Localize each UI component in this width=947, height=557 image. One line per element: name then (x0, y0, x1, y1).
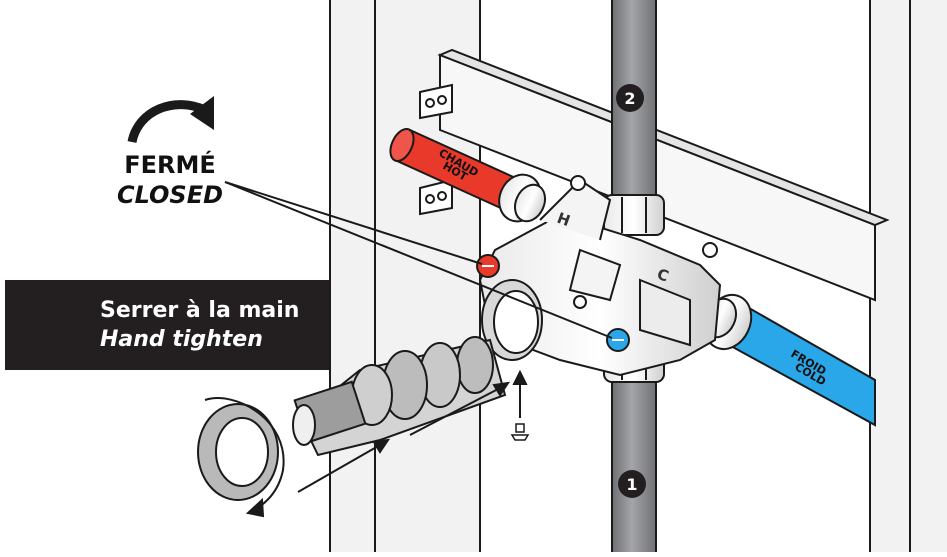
valve-hot-mark: H (555, 209, 573, 230)
hot-fitting-nut (498, 173, 547, 223)
port-badge-1-text: 1 (626, 475, 637, 494)
warning-text: Serrer à la main Hand tighten (100, 296, 299, 354)
retaining-nut (197, 403, 279, 501)
assembly-arrows (297, 381, 511, 493)
screw-arrow (512, 369, 528, 418)
rotation-arrow (204, 397, 285, 518)
closed-pointer-lines (224, 181, 613, 339)
closed-label: FERMÉ CLOSED (100, 150, 240, 210)
outlet-pipe-lower (611, 374, 657, 557)
cold-stop-screw (606, 328, 630, 352)
closed-label-fr: FERMÉ (124, 151, 216, 179)
close-direction-arrow (127, 96, 214, 144)
closed-label-en: CLOSED (116, 181, 224, 209)
set-screw-icon (510, 423, 530, 441)
mounting-tab-lower (419, 178, 453, 216)
valve-cartridge (292, 336, 507, 457)
right-stud (869, 0, 947, 556)
port-badge-2: 2 (616, 84, 644, 112)
cartridge-port (481, 279, 543, 361)
warning-callout: Serrer à la main Hand tighten (5, 280, 329, 370)
warning-text-fr: Serrer à la main (100, 298, 300, 323)
port-badge-1: 1 (618, 470, 646, 498)
warning-text-en: Hand tighten (100, 327, 263, 352)
mounting-tab-upper (419, 83, 453, 120)
upper-outlet-nut (603, 194, 665, 236)
port-badge-2-text: 2 (624, 89, 635, 108)
hot-stop-screw (476, 254, 500, 278)
